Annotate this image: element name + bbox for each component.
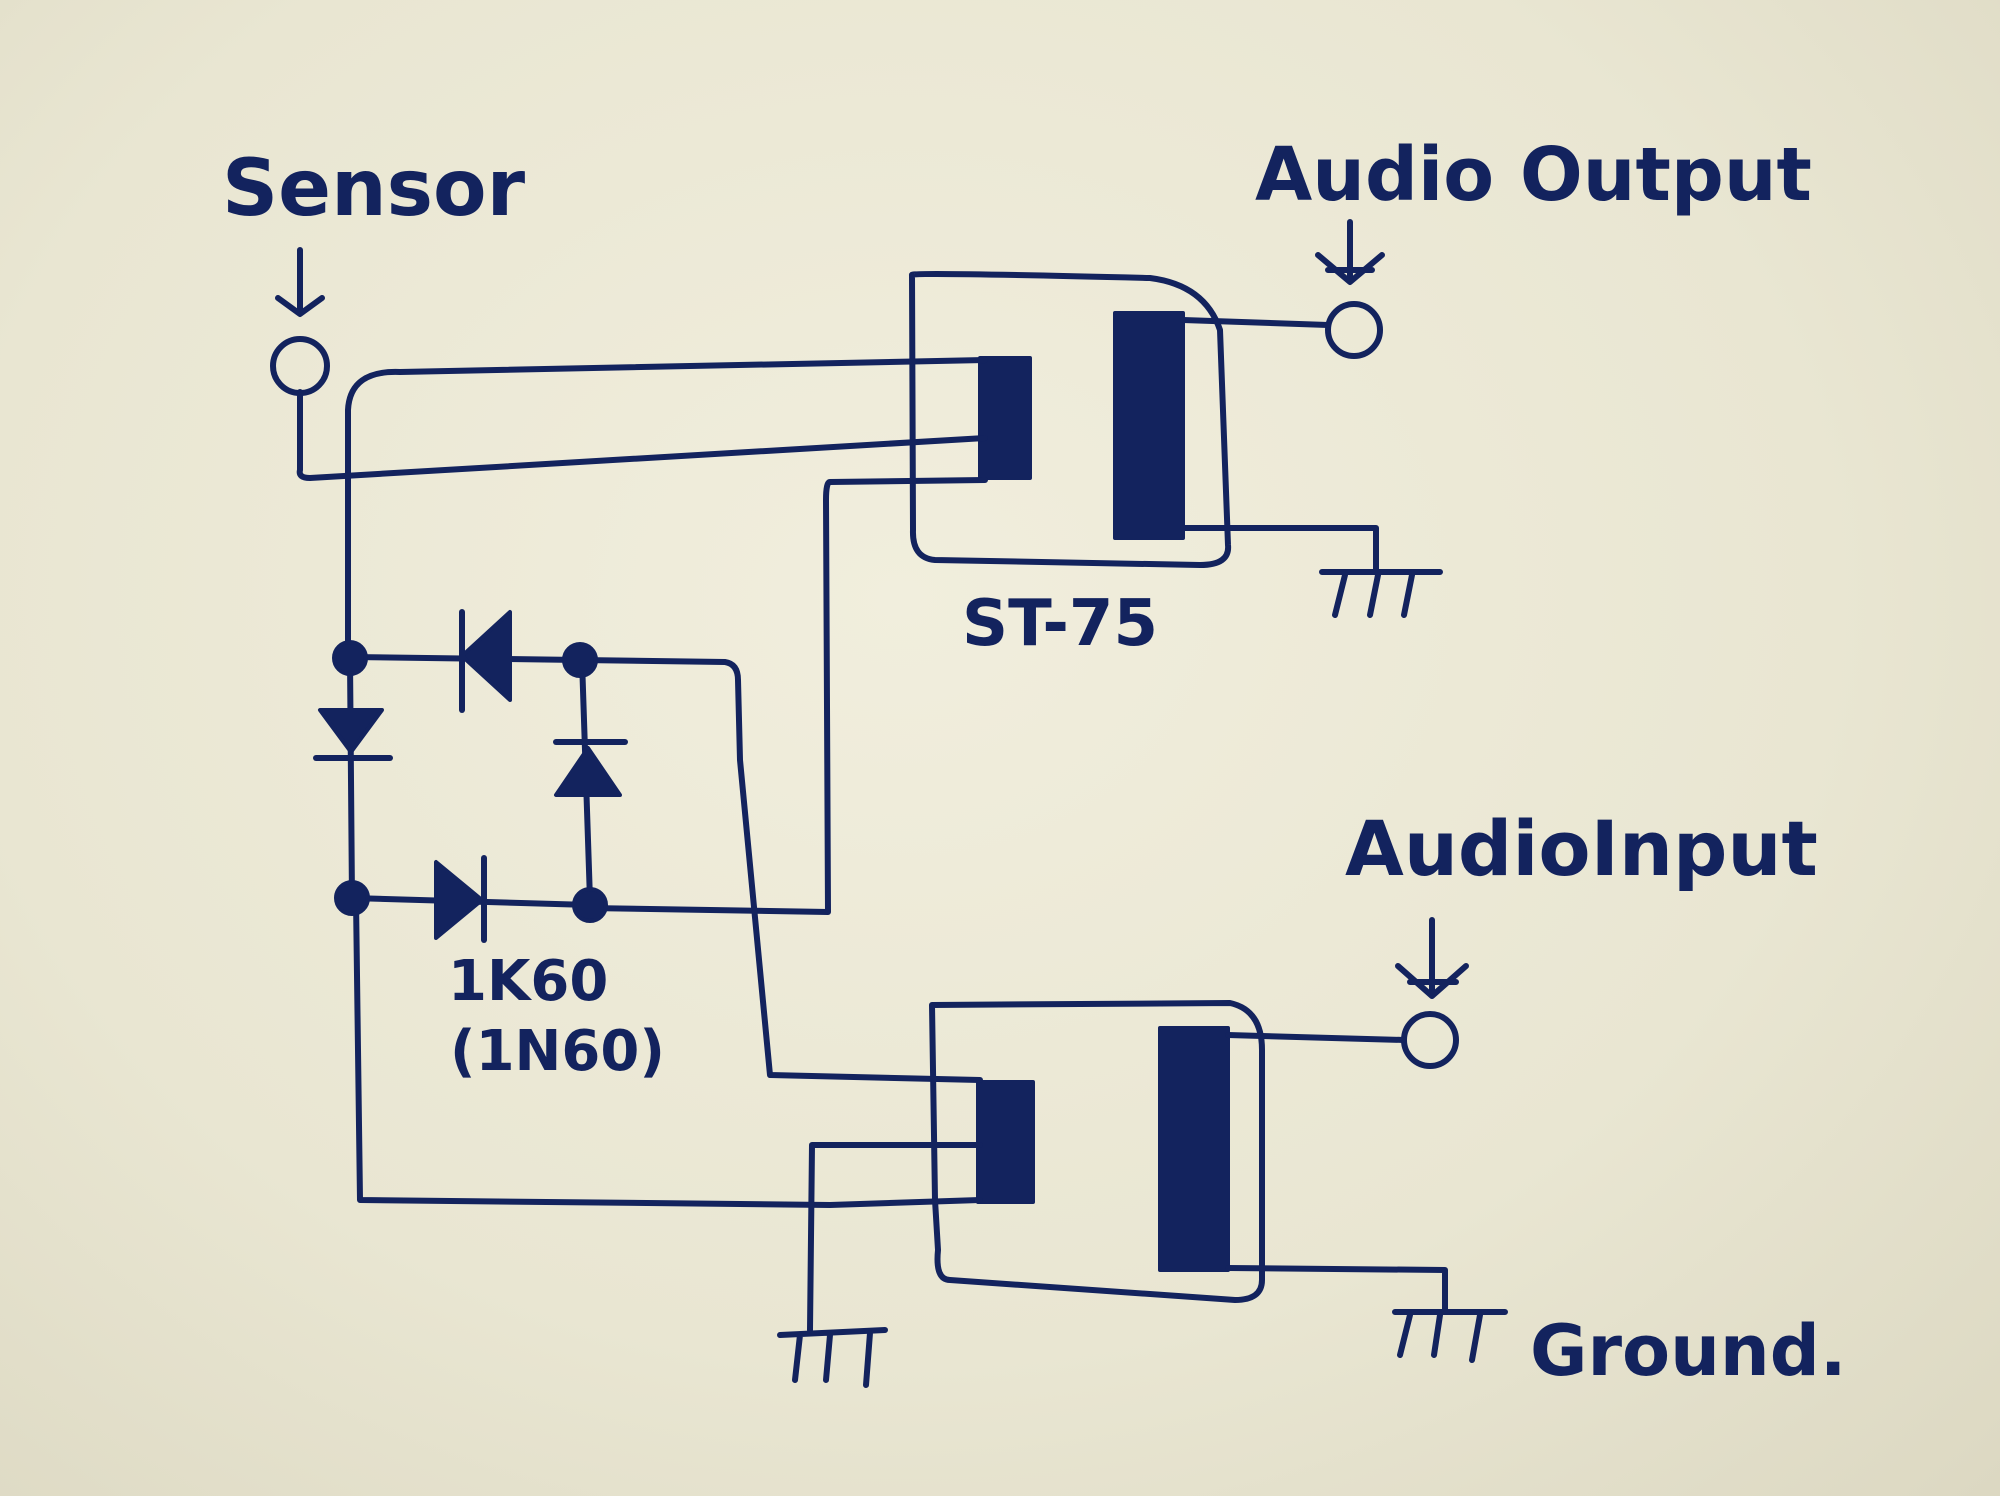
sensor-terminal bbox=[270, 247, 330, 396]
ground-symbol-top bbox=[1319, 569, 1443, 618]
transformer-top bbox=[908, 271, 1232, 568]
label-transformer: ST-75 bbox=[962, 587, 1158, 661]
label-diode: 1K60 bbox=[448, 949, 608, 1014]
wires bbox=[296, 317, 1448, 1333]
transformer-bottom-secondary-core bbox=[1158, 1026, 1230, 1272]
label-sensor: Sensor bbox=[222, 144, 526, 234]
junction-dots bbox=[332, 640, 608, 923]
diode-bridge bbox=[347, 654, 593, 908]
audio-output-terminal bbox=[1315, 219, 1385, 359]
ground-symbol-bottom-left bbox=[777, 1327, 888, 1388]
transformer-bottom-primary-core bbox=[976, 1080, 1035, 1204]
label-audio-output: Audio Output bbox=[1255, 132, 1812, 218]
label-audio-input: AudioInput bbox=[1345, 804, 1818, 893]
label-diode-alt: (1N60) bbox=[450, 1019, 665, 1084]
diode-bottom bbox=[434, 855, 487, 943]
audio-input-terminal bbox=[1395, 917, 1469, 1069]
transformer-top-primary-core bbox=[978, 356, 1032, 480]
ground-symbol-bottom-right bbox=[1392, 1309, 1508, 1363]
diode-right bbox=[553, 739, 628, 797]
diode-left bbox=[313, 708, 393, 761]
label-ground: Ground. bbox=[1530, 1310, 1846, 1392]
diode-top bbox=[459, 609, 512, 713]
transformer-bottom bbox=[929, 1000, 1265, 1303]
transformer-top-secondary-core bbox=[1113, 311, 1185, 540]
